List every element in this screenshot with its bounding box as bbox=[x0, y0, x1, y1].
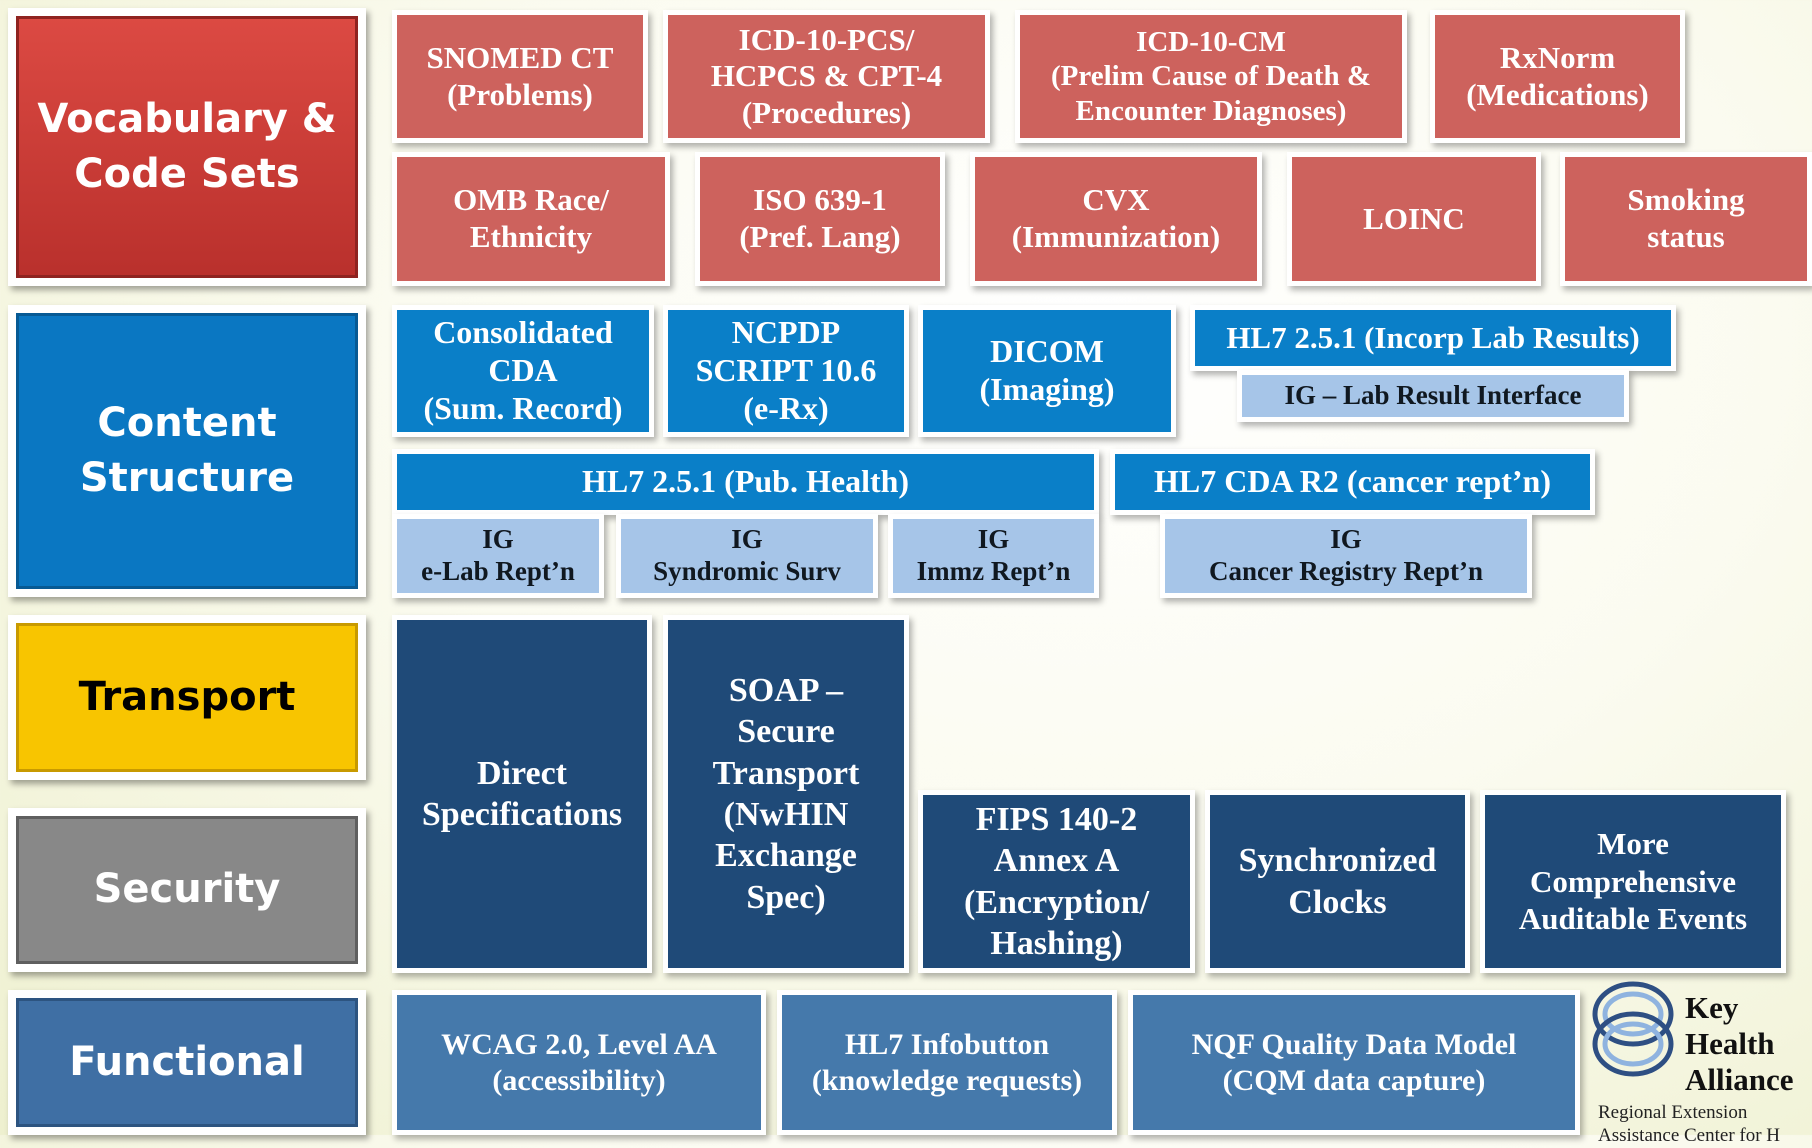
hl7-pub-health-box: HL7 2.5.1 (Pub. Health) bbox=[392, 449, 1099, 515]
category-vocabulary-code-sets: Vocabulary & Code Sets bbox=[8, 8, 366, 286]
logo-subtitle: Regional Extension Assistance Center for… bbox=[1598, 1102, 1781, 1146]
synchronized-clocks-box: Synchronized Clocks bbox=[1205, 790, 1470, 973]
snomed-ct-box: SNOMED CT (Problems) bbox=[392, 10, 648, 143]
icd10-pcs-box: ICD-10-PCS/ HCPCS & CPT-4 (Procedures) bbox=[663, 10, 990, 143]
ig-e-lab-box: IG e-Lab Rept’n bbox=[392, 514, 604, 598]
rxnorm-box: RxNorm (Medications) bbox=[1430, 10, 1685, 143]
ig-cancer-registry-box: IG Cancer Registry Rept’n bbox=[1160, 514, 1532, 598]
loinc-box: LOINC bbox=[1287, 152, 1541, 286]
category-functional: Functional bbox=[8, 990, 366, 1135]
ig-lab-result-interface-box: IG – Lab Result Interface bbox=[1237, 370, 1629, 422]
category-content-structure: Content Structure bbox=[8, 305, 366, 597]
soap-transport-box: SOAP – Secure Transport (NwHIN Exchange … bbox=[663, 615, 909, 973]
ig-syndromic-box: IG Syndromic Surv bbox=[616, 514, 878, 598]
dicom-box: DICOM (Imaging) bbox=[918, 305, 1176, 437]
fips-140-2-box: FIPS 140-2 Annex A (Encryption/ Hashing) bbox=[918, 790, 1195, 973]
nqf-quality-data-model-box: NQF Quality Data Model (CQM data capture… bbox=[1128, 990, 1580, 1135]
wcag-box: WCAG 2.0, Level AA (accessibility) bbox=[392, 990, 766, 1135]
cvx-box: CVX (Immunization) bbox=[970, 152, 1262, 286]
logo-name: Key Health Alliance bbox=[1685, 990, 1794, 1097]
hl7-lab-results-box: HL7 2.5.1 (Incorp Lab Results) bbox=[1190, 305, 1676, 371]
category-transport: Transport bbox=[8, 615, 366, 780]
auditable-events-box: More Comprehensive Auditable Events bbox=[1480, 790, 1786, 973]
hl7-cda-cancer-box: HL7 CDA R2 (cancer rept’n) bbox=[1110, 449, 1595, 515]
ig-immz-box: IG Immz Rept’n bbox=[888, 514, 1099, 598]
consolidated-cda-box: Consolidated CDA (Sum. Record) bbox=[392, 305, 654, 437]
category-security: Security bbox=[8, 808, 366, 972]
ncpdp-script-box: NCPDP SCRIPT 10.6 (e-Rx) bbox=[663, 305, 909, 437]
iso-639-box: ISO 639-1 (Pref. Lang) bbox=[695, 152, 945, 286]
icd10-cm-box: ICD-10-CM (Prelim Cause of Death & Encou… bbox=[1015, 10, 1407, 143]
omb-race-ethnicity-box: OMB Race/ Ethnicity bbox=[392, 152, 670, 286]
direct-specifications-box: Direct Specifications bbox=[392, 615, 652, 973]
smoking-status-box: Smoking status bbox=[1560, 152, 1812, 286]
hl7-infobutton-box: HL7 Infobutton (knowledge requests) bbox=[777, 990, 1117, 1135]
key-health-alliance-logo-icon bbox=[1592, 981, 1674, 1077]
